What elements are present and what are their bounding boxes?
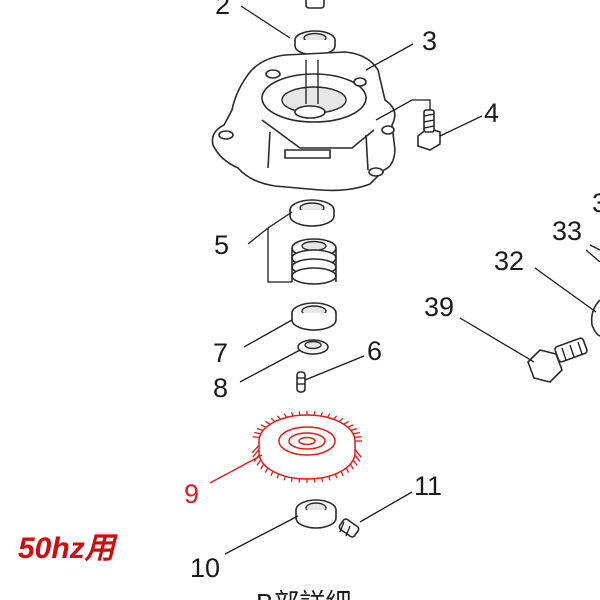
label-part-7: 7 [213, 338, 228, 368]
part-4-bolt [375, 99, 441, 151]
part-11-set-screw [338, 518, 360, 538]
label-part-4: 4 [484, 98, 499, 128]
part-32-edge-fragment [585, 249, 600, 337]
label-part-6: 6 [367, 336, 382, 366]
part-5-spring-assembly [289, 199, 337, 285]
detail-caption: B部詳細 [256, 588, 351, 600]
part-2-seal [294, 0, 336, 56]
label-part-9: 9 [184, 479, 199, 509]
label-part-3: 3 [422, 26, 437, 56]
label-part-10: 10 [190, 553, 220, 583]
part-9-gear [251, 411, 362, 483]
label-part-33: 33 [552, 216, 582, 246]
part-39-bolt [527, 337, 588, 383]
label-part-39: 39 [424, 292, 454, 322]
frequency-note: 50hz用 [18, 532, 119, 565]
part-3-housing [211, 51, 396, 192]
label-part-11: 11 [414, 471, 442, 501]
label-part-2: 2 [215, 0, 230, 20]
label-part-5: 5 [214, 230, 229, 260]
part-6-pin [296, 371, 306, 393]
part-8-snap-ring [297, 339, 329, 355]
leader-lines [209, 5, 600, 555]
label-part-cut-off: 3 [592, 188, 600, 218]
label-part-32: 32 [494, 246, 524, 276]
label-part-8: 8 [213, 373, 228, 403]
part-10-bearing [295, 499, 337, 529]
callout-labels: 2 3 4 5 6 7 8 9 10 11 32 33 3 39 [184, 0, 600, 583]
part-7-seal [291, 302, 337, 331]
